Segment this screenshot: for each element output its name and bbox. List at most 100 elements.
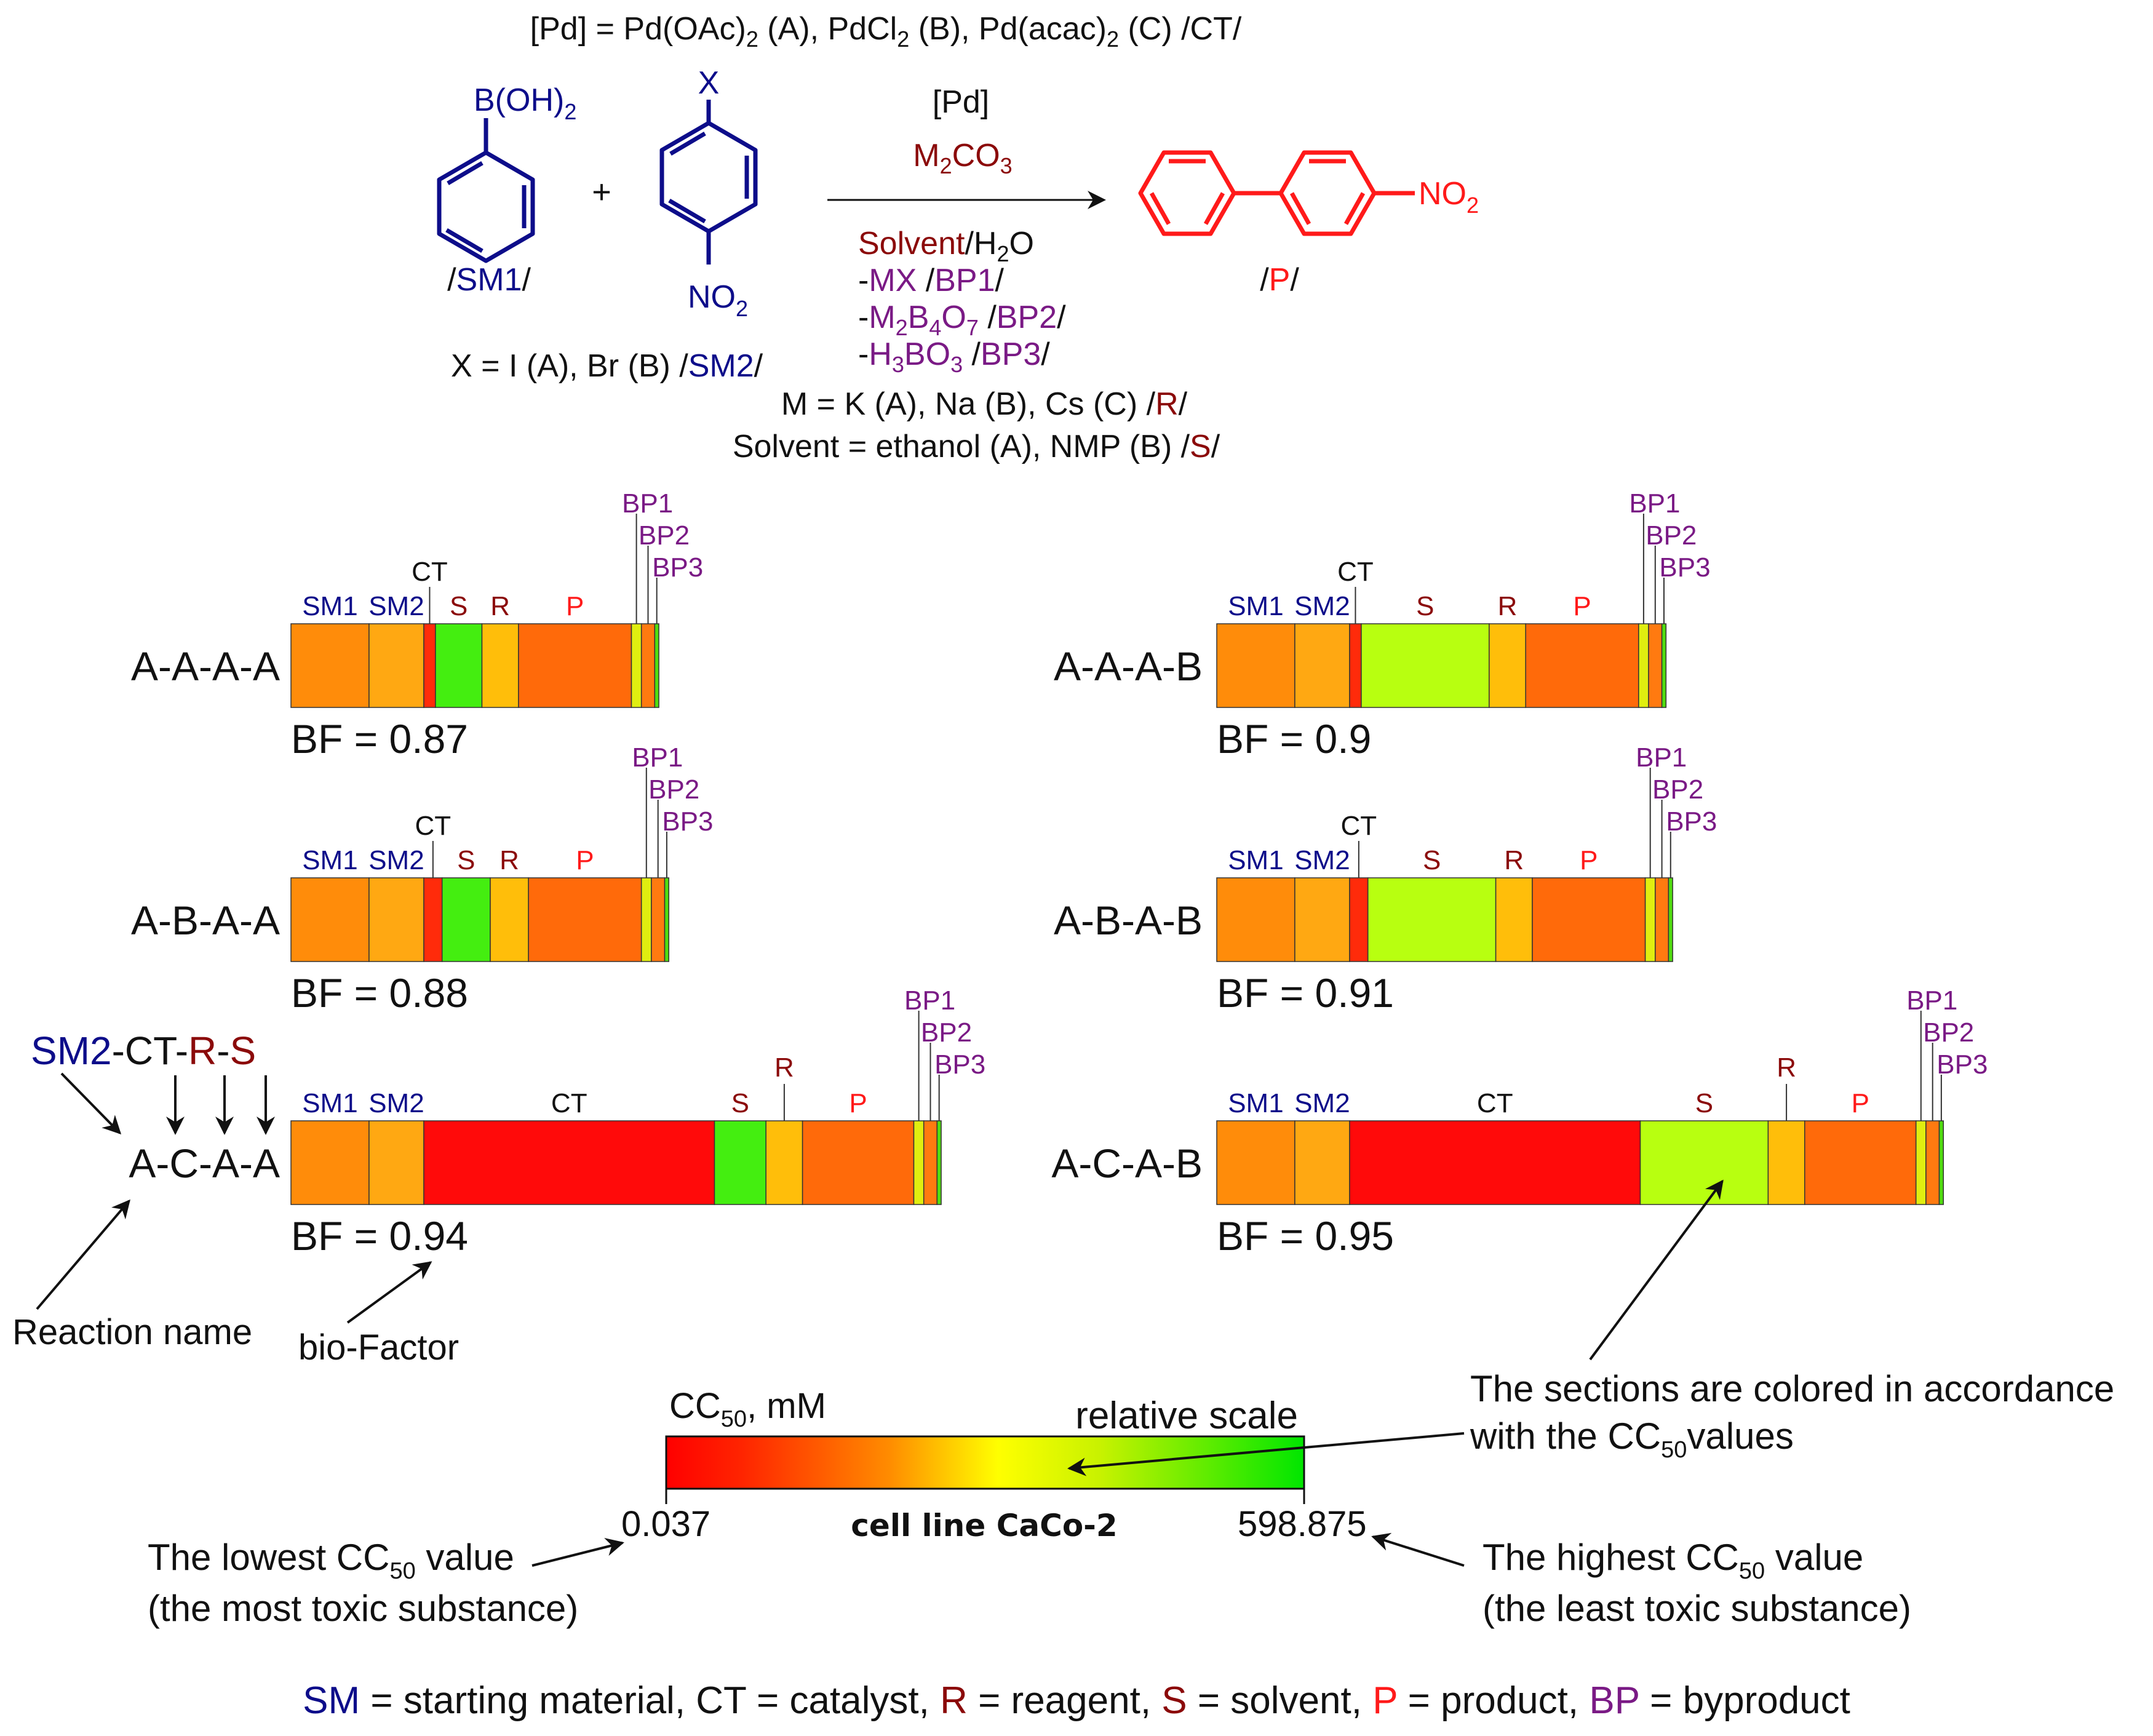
byproduct-3-label: -H3BO3 /BP3/ [858, 336, 1050, 377]
segment-label-s: S [1423, 845, 1441, 875]
segment-sm2 [1294, 877, 1350, 962]
sm2-no2-label: NO2 [688, 279, 748, 321]
segment-p [1804, 1120, 1917, 1205]
product-label: /P/ [1260, 262, 1299, 298]
bio-factor-value: BF = 0.88 [291, 970, 468, 1016]
bio-factor-value: BF = 0.95 [1217, 1213, 1394, 1259]
segment-label-r: R [774, 1053, 794, 1083]
byproduct-1-label: -MX /BP1/ [858, 263, 1005, 298]
cell-line-label: cell line CaCo-2 [851, 1508, 1117, 1543]
segment-bp1 [1915, 1120, 1927, 1205]
code-legend: SM2-CT-R-S [31, 1029, 256, 1073]
highest-value-note: (the least toxic substance) [1482, 1588, 1911, 1629]
segment-label-sm1: SM1 [1228, 591, 1283, 621]
segment-s [1361, 623, 1490, 708]
segment-label-sm2: SM2 [1294, 845, 1350, 875]
segment-p [1525, 623, 1639, 708]
reaction-name: A-C-A-A [129, 1141, 280, 1186]
bio-factor-value: BF = 0.91 [1217, 970, 1394, 1016]
segment-label-bp3: BP3 [662, 806, 713, 837]
segment-bp3 [654, 623, 659, 708]
segment-label-bp2: BP2 [1923, 1017, 1974, 1048]
segment-label-sm1: SM1 [1228, 1088, 1283, 1118]
cc50-gradient-bar [665, 1435, 1305, 1490]
segment-bp2 [923, 1120, 938, 1205]
segment-r [1489, 623, 1526, 708]
segment-bp2 [1655, 877, 1669, 962]
sm1-structure [437, 118, 535, 263]
segment-label-bp2: BP2 [921, 1017, 972, 1048]
segment-bp3 [1668, 877, 1673, 962]
segment-label-bp1: BP1 [1906, 985, 1957, 1016]
segment-label-sm1: SM1 [302, 591, 357, 621]
sections-note-line1: The sections are colored in accordance [1470, 1368, 2114, 1409]
segment-label-bp3: BP3 [934, 1049, 985, 1080]
catalyst-definition: [Pd] = Pd(OAc)2 (A), PdCl2 (B), Pd(acac)… [530, 11, 1242, 52]
segment-label-p: P [1580, 845, 1598, 875]
segment-label-p: P [1573, 591, 1591, 621]
reaction-name-label: Reaction name [12, 1312, 252, 1352]
segment-r [1495, 877, 1533, 962]
segment-r [765, 1120, 803, 1205]
legend-key: SM2-CT-R-S Reaction name bio-Factor [12, 1029, 459, 1368]
segment-bp1 [640, 877, 652, 962]
segment-label-bp2: BP2 [648, 774, 699, 805]
segment-label-sm2: SM2 [1294, 1088, 1350, 1118]
solvent-definition: Solvent = ethanol (A), NMP (B) /S/ [733, 429, 1220, 464]
segment-label-sm1: SM1 [1228, 845, 1283, 875]
reaction-scheme: [Pd] = Pd(OAc)2 (A), PdCl2 (B), Pd(acac)… [437, 11, 1479, 464]
segment-label-s: S [731, 1088, 749, 1118]
segment-bp2 [651, 877, 666, 962]
segment-label-sm2: SM2 [368, 1088, 424, 1118]
segment-label-s: S [450, 591, 468, 621]
segment-p [528, 877, 642, 962]
segment-label-ct: CT [1337, 557, 1374, 587]
reaction-name: A-B-A-B [1054, 898, 1203, 943]
segment-label-bp1: BP1 [1629, 488, 1680, 519]
scale-title: CC50, mM [669, 1386, 826, 1432]
segment-label-p: P [576, 845, 594, 875]
sections-note-line2: with the CC50values [1470, 1415, 1794, 1463]
segment-label-ct: CT [551, 1088, 587, 1118]
boronic-acid-label: B(OH)2 [474, 82, 576, 124]
arrow-catalyst-label: [Pd] [933, 84, 990, 120]
segment-label-bp1: BP1 [1636, 743, 1687, 773]
bio-factor-value: BF = 0.94 [291, 1213, 468, 1259]
plus-sign: + [592, 173, 611, 210]
segment-sm1 [290, 623, 370, 708]
segment-label-sm2: SM2 [368, 591, 424, 621]
sm1-label: /SM1/ [447, 262, 531, 298]
segment-p [518, 623, 632, 708]
segment-label-sm1: SM1 [302, 845, 357, 875]
segment-label-ct: CT [1341, 811, 1377, 841]
highest-value-label: The highest CC50 value [1482, 1537, 1863, 1584]
segment-label-sm1: SM1 [302, 1088, 357, 1118]
segment-sm1 [1216, 623, 1295, 708]
segment-ct [423, 1120, 715, 1205]
segment-s [435, 623, 483, 708]
segment-label-r: R [499, 845, 519, 875]
scale-max-value: 598.875 [1238, 1504, 1367, 1544]
segment-r [1767, 1120, 1805, 1205]
segment-bp1 [1644, 877, 1656, 962]
segment-ct [423, 623, 436, 708]
scale-min-value: 0.037 [621, 1504, 710, 1544]
segment-label-bp2: BP2 [639, 520, 690, 551]
segment-ct [1349, 623, 1362, 708]
segment-bp1 [913, 1120, 925, 1205]
sm2-structure [659, 100, 758, 265]
segment-label-ct: CT [412, 557, 448, 587]
segment-label-bp3: BP3 [652, 552, 703, 583]
segment-sm2 [368, 1120, 424, 1205]
segment-sm1 [290, 877, 370, 962]
segment-ct [1349, 877, 1369, 962]
segment-label-p: P [566, 591, 584, 621]
segment-label-bp1: BP1 [904, 985, 955, 1016]
segment-label-sm2: SM2 [1294, 591, 1350, 621]
segment-label-r: R [490, 591, 510, 621]
segment-label-bp3: BP3 [1659, 552, 1710, 583]
segment-label-s: S [1695, 1088, 1713, 1118]
